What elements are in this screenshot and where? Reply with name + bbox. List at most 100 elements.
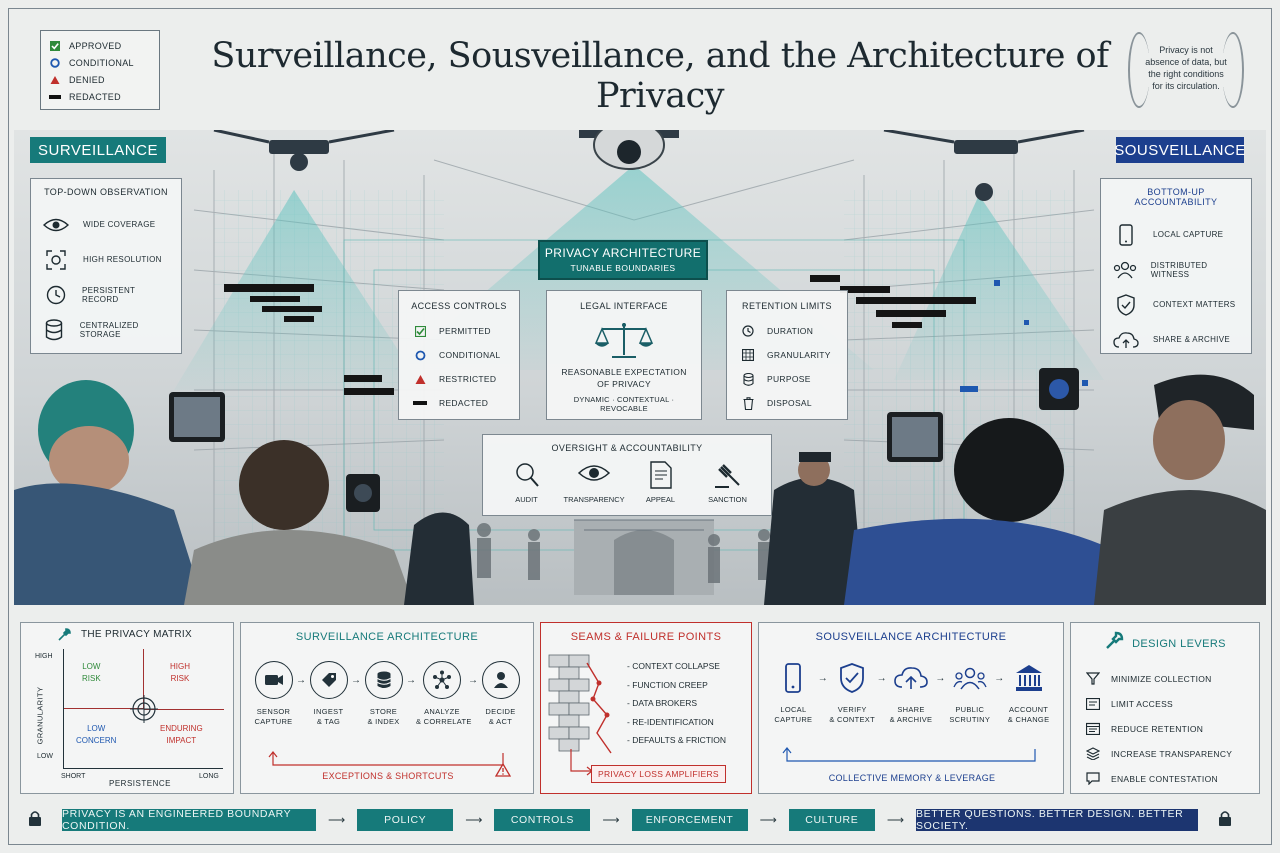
legal-line1: REASONABLE EXPECTATION — [561, 367, 687, 377]
lever-minimize-collection: MINIMIZE COLLECTION — [1085, 666, 1245, 691]
shield-icon — [1111, 293, 1141, 317]
banner-arrow: ⟶ — [759, 813, 777, 827]
node-decide-act: DECIDE & ACT — [478, 661, 523, 727]
seams-panel: SEAMS & FAILURE POINTS - CONTEXT COLLAPS… — [540, 622, 752, 794]
cloud-upload-icon — [1111, 328, 1141, 352]
clock-icon — [41, 283, 70, 307]
node-verify-context: VERIFY & CONTEXT — [828, 659, 877, 725]
node-sensor-capture: SENSOR CAPTURE — [251, 661, 296, 727]
tag-icon — [309, 661, 348, 699]
retention-limits-panel: RETENTION LIMITS DURATION GRANULARITY PU… — [726, 290, 848, 420]
seam-item: - DEFAULTS & FRICTION — [627, 735, 727, 745]
circle-icon — [411, 350, 429, 361]
seam-item: - RE-IDENTIFICATION — [627, 716, 714, 727]
retention-granularity: GRANULARITY — [739, 343, 835, 367]
quadrant-low-concern: LOW CONCERN — [76, 724, 117, 745]
scales-icon — [594, 321, 654, 361]
banner-better-society: BETTER QUESTIONS. BETTER DESIGN. BETTER … — [916, 808, 1199, 832]
privacy-quote: Privacy is not absence of data, but the … — [1126, 28, 1246, 108]
oversight-transparency: TRANSPARENCY — [564, 461, 625, 504]
outer-frame — [8, 8, 1272, 845]
node-share-archive: SHARE & ARCHIVE — [887, 659, 936, 725]
lever-increase-transparency: INCREASE TRANSPARENCY — [1085, 741, 1245, 766]
gavel-icon — [698, 461, 758, 491]
banner-arrow: ⟶ — [886, 813, 905, 827]
shield-check-icon — [833, 659, 871, 697]
banner-policy: POLICY — [357, 809, 454, 831]
oversight-panel: OVERSIGHT & ACCOUNTABILITY AUDIT TRANSPA… — [482, 434, 772, 516]
privacy-architecture-subtitle: TUNABLE BOUNDARIES — [570, 263, 676, 273]
oversight-heading: OVERSIGHT & ACCOUNTABILITY — [551, 443, 703, 453]
people-icon — [1111, 258, 1139, 282]
banner-culture: CULTURE — [788, 809, 875, 831]
magnifier-icon — [497, 461, 557, 491]
privacy-matrix-panel: THE PRIVACY MATRIX GRANULARITY HIGH LOW … — [20, 622, 234, 794]
bar-icon — [49, 94, 61, 100]
matrix-x-axis-label: PERSISTENCE — [109, 779, 171, 788]
database-icon — [364, 661, 403, 699]
matrix-y-low: LOW — [37, 753, 53, 760]
oversight-appeal: APPEAL — [631, 461, 691, 504]
seam-item: - DATA BROKERS — [627, 698, 698, 708]
node-analyze-correlate: ANALYZE & CORRELATE — [416, 661, 471, 727]
matrix-grid: LOW RISK HIGH RISK LOW CONCERN ENDURING … — [63, 649, 224, 769]
legend-conditional: CONDITIONAL — [49, 54, 151, 71]
triangle-icon — [411, 374, 429, 385]
legend-redacted: REDACTED — [49, 88, 151, 105]
surv-item-wide-coverage: WIDE COVERAGE — [41, 207, 171, 242]
legend-approved: APPROVED — [49, 37, 151, 54]
top-down-heading: TOP-DOWN OBSERVATION — [44, 187, 168, 197]
lever-limit-access: LIMIT ACCESS — [1085, 691, 1245, 716]
wrench-icon — [1104, 631, 1124, 656]
sousveillance-architecture-title: SOUSVEILLANCE ARCHITECTURE — [815, 631, 1007, 643]
wrench-icon — [57, 628, 71, 647]
seams-title: SEAMS & FAILURE POINTS — [570, 631, 722, 643]
check-icon — [49, 40, 61, 51]
cloud-upload-icon — [892, 659, 930, 697]
access-controls-panel: ACCESS CONTROLS PERMITTED CONDITIONAL RE… — [398, 290, 520, 420]
flow-arrow: → — [468, 675, 478, 686]
eye-icon — [41, 213, 71, 237]
surveillance-tag: SURVEILLANCE — [30, 137, 166, 163]
database-icon — [41, 318, 68, 342]
legal-tags: DYNAMIC · CONTEXTUAL · REVOCABLE — [573, 395, 675, 413]
surv-item-centralized-storage: CENTRALIZED STORAGE — [41, 312, 171, 347]
database-icon — [739, 372, 757, 386]
sous-item-context-matters: CONTEXT MATTERS — [1111, 287, 1241, 322]
surv-item-persistent-record: PERSISTENT RECORD — [41, 277, 171, 312]
city-illustration — [14, 130, 1266, 605]
collective-memory-label: COLLECTIVE MEMORY & LEVERAGE — [828, 773, 996, 783]
institution-icon — [1010, 659, 1048, 697]
retention-limits-heading: RETENTION LIMITS — [742, 301, 832, 311]
id-card-icon — [1085, 697, 1101, 711]
network-icon — [423, 661, 461, 699]
access-redacted: REDACTED — [411, 391, 507, 415]
flow-arrow: → — [876, 673, 887, 684]
layers-icon — [1085, 747, 1101, 761]
bottom-up-heading: BOTTOM-UP ACCOUNTABILITY — [1134, 187, 1218, 207]
sous-item-distributed-witness: DISTRIBUTED WITNESS — [1111, 252, 1241, 287]
design-levers-header: DESIGN LEVERS — [1085, 631, 1245, 656]
exceptions-label: EXCEPTIONS & SHORTCUTS — [322, 771, 454, 781]
top-down-observation-box: TOP-DOWN OBSERVATION WIDE COVERAGE HIGH … — [30, 178, 182, 354]
sousveillance-architecture-panel: SOUSVEILLANCE ARCHITECTURE LOCAL CAPTURE… — [758, 622, 1064, 794]
surveillance-architecture-title: SURVEILLANCE ARCHITECTURE — [295, 631, 479, 643]
flow-arrow: → — [406, 675, 416, 686]
sous-item-share-archive: SHARE & ARCHIVE — [1111, 322, 1241, 357]
flow-arrow: → — [296, 675, 306, 686]
sousveillance-tag: SOUSVEILLANCE — [1114, 137, 1245, 163]
grid-icon — [739, 349, 757, 361]
seam-item: - FUNCTION CREEP — [627, 679, 708, 690]
lever-reduce-retention: REDUCE RETENTION — [1085, 716, 1245, 741]
matrix-x-short: SHORT — [61, 773, 86, 780]
filter-icon — [1085, 672, 1101, 686]
quadrant-enduring-impact: ENDURING IMPACT — [160, 724, 203, 745]
check-icon — [411, 325, 429, 337]
trash-icon — [739, 396, 757, 410]
privacy-loss-amplifiers: PRIVACY LOSS AMPLIFIERS — [591, 765, 726, 783]
exceptions-loop — [268, 751, 504, 766]
matrix-y-axis-label: GRANULARITY — [35, 686, 45, 745]
cracked-wall-illustration — [548, 654, 612, 754]
privacy-architecture-title: PRIVACY ARCHITECTURE — [544, 246, 702, 260]
flow-arrow: → — [817, 673, 828, 684]
